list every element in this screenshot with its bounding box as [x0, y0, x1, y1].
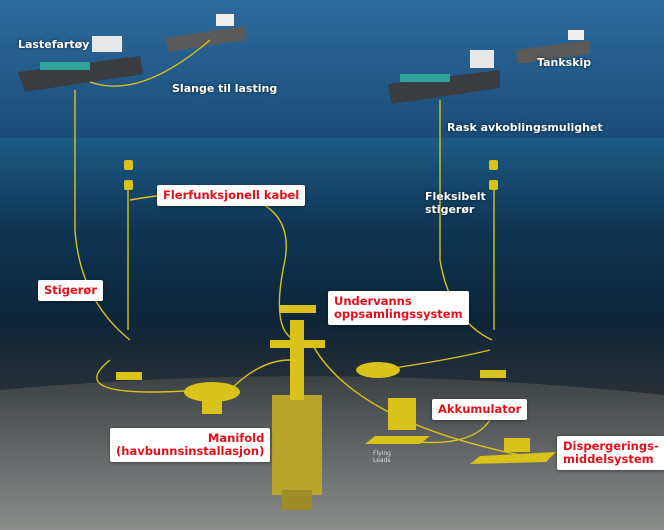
label-line: Fleksibelt	[425, 190, 486, 203]
buoy-right-2	[489, 180, 498, 190]
riser-base-right	[480, 370, 506, 378]
accumulator	[388, 398, 416, 430]
underwater	[0, 138, 664, 398]
buoy-left-2	[124, 180, 133, 190]
buoy-left	[124, 160, 133, 170]
subsea-equipment	[116, 160, 556, 510]
dispersant-system	[470, 452, 556, 464]
label-line: stigerør	[425, 203, 475, 216]
callout-text: Manifold	[207, 431, 265, 445]
callout-dispersant: Dispergerings-middelsystem	[557, 436, 664, 470]
loading-vessel-ship	[18, 36, 143, 92]
manifold	[184, 382, 240, 402]
collection-module	[356, 362, 400, 378]
tanker-ship-right	[516, 30, 590, 64]
tanker-ship-center	[388, 50, 500, 104]
callout-text: Dispergerings-	[563, 439, 659, 453]
callout-text: Stigerør	[44, 283, 97, 297]
riser-base-left	[116, 372, 142, 380]
callout-riser: Stigerør	[38, 280, 103, 301]
wellhead-stack	[272, 395, 322, 495]
callout-text: oppsamlingssystem	[334, 307, 463, 321]
label-tanker: Tankskip	[537, 56, 592, 69]
label-line: Flying	[373, 450, 391, 457]
shuttle-ship-left	[165, 14, 246, 52]
callout-text: (havbunnsinstallasjon)	[116, 444, 265, 458]
label-loading-hose: Slange til lasting	[172, 82, 278, 95]
label-loading-vessel: Lastefartøy	[18, 38, 90, 51]
buoy-right	[489, 160, 498, 170]
label-flying-leads: Flying Leads	[373, 450, 391, 464]
label-line: Leads	[373, 457, 391, 464]
callout-manifold: Manifold(havbunnsinstallasjon)	[110, 428, 271, 462]
callout-multifunction-cable: Flerfunksjonell kabel	[157, 185, 306, 206]
callout-text: middelsystem	[563, 452, 654, 466]
label-flexible-riser: Fleksibelt stigerør	[425, 190, 486, 216]
callout-text: Flerfunksjonell kabel	[163, 188, 300, 202]
callout-text: Akkumulator	[438, 402, 522, 416]
callout-accumulator: Akkumulator	[432, 399, 528, 420]
callout-text: Undervanns	[334, 294, 412, 308]
label-quick-disconnect: Rask avkoblingsmulighet	[447, 121, 603, 134]
